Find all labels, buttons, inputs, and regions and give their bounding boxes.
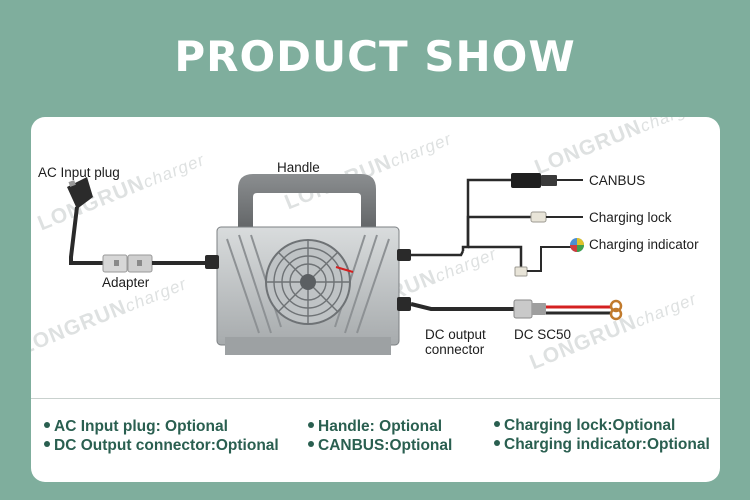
bullet-icon [308, 440, 314, 447]
option-handle: Handle: Optional [308, 418, 442, 436]
handle [238, 174, 376, 235]
bullet-icon [44, 421, 50, 428]
bullet-icon [494, 439, 500, 446]
charging-indicator-connector [514, 238, 584, 277]
dc-sc50-label: DC SC50 [514, 327, 572, 342]
option-canbus: CANBUS:Optional [308, 437, 452, 455]
product-card: LONGRUNcharger LONGRUNcharger LONGRUNcha… [31, 117, 720, 482]
page-title: PRODUCT SHOW [174, 32, 576, 81]
charging-lock-connector [530, 211, 583, 223]
signal-harness [411, 178, 531, 272]
charger-diagram [67, 173, 623, 355]
option-charging-indicator: Charging indicator:Optional [494, 436, 710, 454]
bullet-icon [494, 420, 500, 427]
dc-output-cable [410, 299, 623, 321]
charging-indicator-label: Charging indicator [589, 237, 699, 252]
handle-label: Handle [277, 160, 320, 175]
ac-input-plug [67, 177, 106, 265]
dc-output-connector-label-2: connector [425, 342, 485, 357]
bullet-icon [308, 421, 314, 428]
divider [31, 398, 720, 399]
canbus-connector [511, 173, 583, 188]
charging-lock-label: Charging lock [589, 210, 672, 225]
charger-body [205, 226, 411, 355]
ac-input-plug-label: AC Input plug [38, 165, 120, 180]
bullet-icon [44, 440, 50, 447]
adapter-label: Adapter [102, 275, 150, 290]
option-ac-input-plug: AC Input plug: Optional [44, 418, 228, 436]
adapter-connector [102, 254, 216, 273]
dc-output-connector-label-1: DC output [425, 327, 486, 342]
option-dc-output-connector: DC Output connector:Optional [44, 437, 279, 455]
canbus-label: CANBUS [589, 173, 646, 188]
option-charging-lock: Charging lock:Optional [494, 417, 675, 435]
